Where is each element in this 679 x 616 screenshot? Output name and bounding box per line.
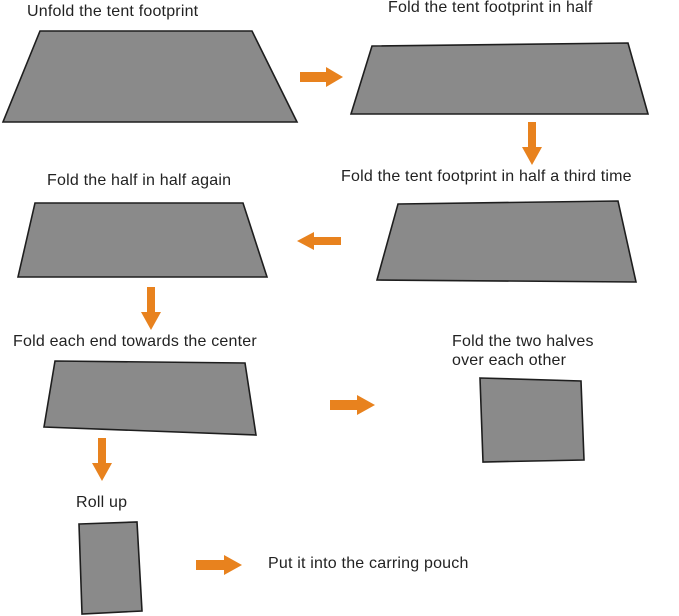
footprint-ends-folded-shape [43, 360, 257, 436]
arrow-right-icon [196, 555, 242, 575]
arrow-down-icon [522, 122, 542, 165]
arrow-right-icon [330, 395, 375, 415]
arrow-down-icon [92, 438, 112, 481]
footprint-rolled-shape [78, 521, 143, 615]
arrow-right-icon [300, 67, 343, 87]
step-label-pouch: Put it into the carring pouch [268, 555, 469, 572]
step-label-fold-third: Fold the tent footprint in half a third … [341, 168, 632, 185]
step-label-unfold: Unfold the tent footprint [27, 3, 199, 20]
footprint-halves-folded-shape [479, 377, 585, 463]
footprint-half-again-shape [16, 202, 269, 278]
footprint-third-fold-shape [375, 200, 637, 283]
step-label-roll-up: Roll up [76, 494, 128, 511]
arrow-left-icon [297, 232, 341, 250]
arrow-down-icon [141, 287, 161, 330]
step-label-fold-halves: Fold the two halves over each other [452, 333, 594, 369]
step-label-fold-ends: Fold each end towards the center [13, 333, 257, 350]
footprint-half-shape [349, 42, 650, 115]
step-label-fold-half: Fold the tent footprint in half [388, 0, 593, 16]
footprint-unfolded-shape [1, 30, 299, 123]
step-label-fold-half-again: Fold the half in half again [47, 172, 232, 189]
